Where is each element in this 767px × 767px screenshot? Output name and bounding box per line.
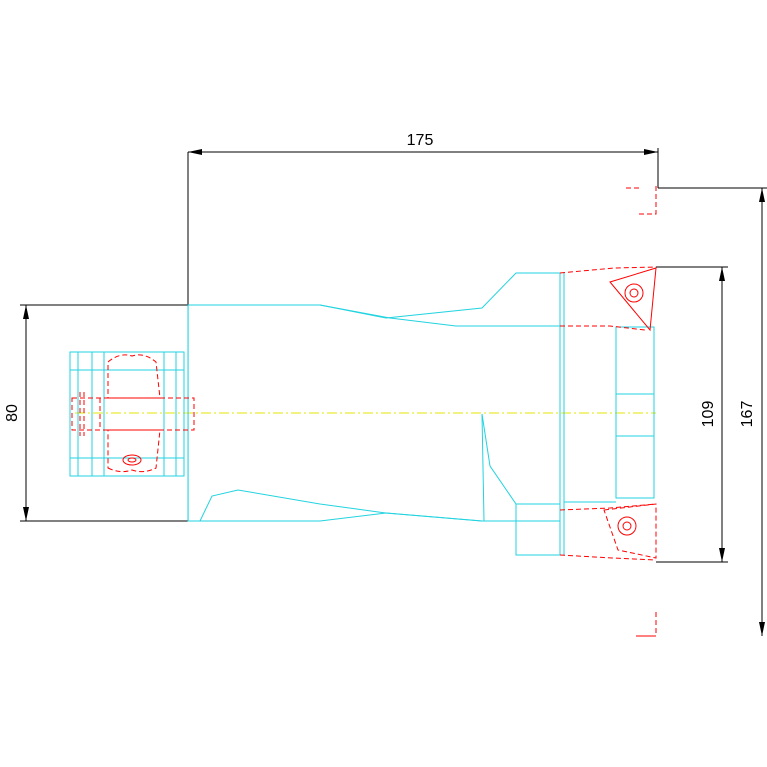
- dimension-175: 175: [187, 132, 659, 305]
- tool-body-outline: [187, 272, 655, 556]
- shank-coupling: [69, 351, 185, 477]
- hidden-features: [71, 186, 657, 637]
- dimension-80: 80: [4, 304, 188, 522]
- dimension-109: 109: [656, 266, 728, 563]
- dim-label-175: 175: [407, 132, 434, 149]
- bottom-insert: [603, 503, 657, 559]
- dimension-167: 167: [658, 187, 767, 636]
- dim-label-80: 80: [4, 404, 21, 422]
- top-insert: [609, 267, 657, 332]
- dim-label-109: 109: [700, 401, 717, 428]
- dim-label-167: 167: [739, 401, 756, 428]
